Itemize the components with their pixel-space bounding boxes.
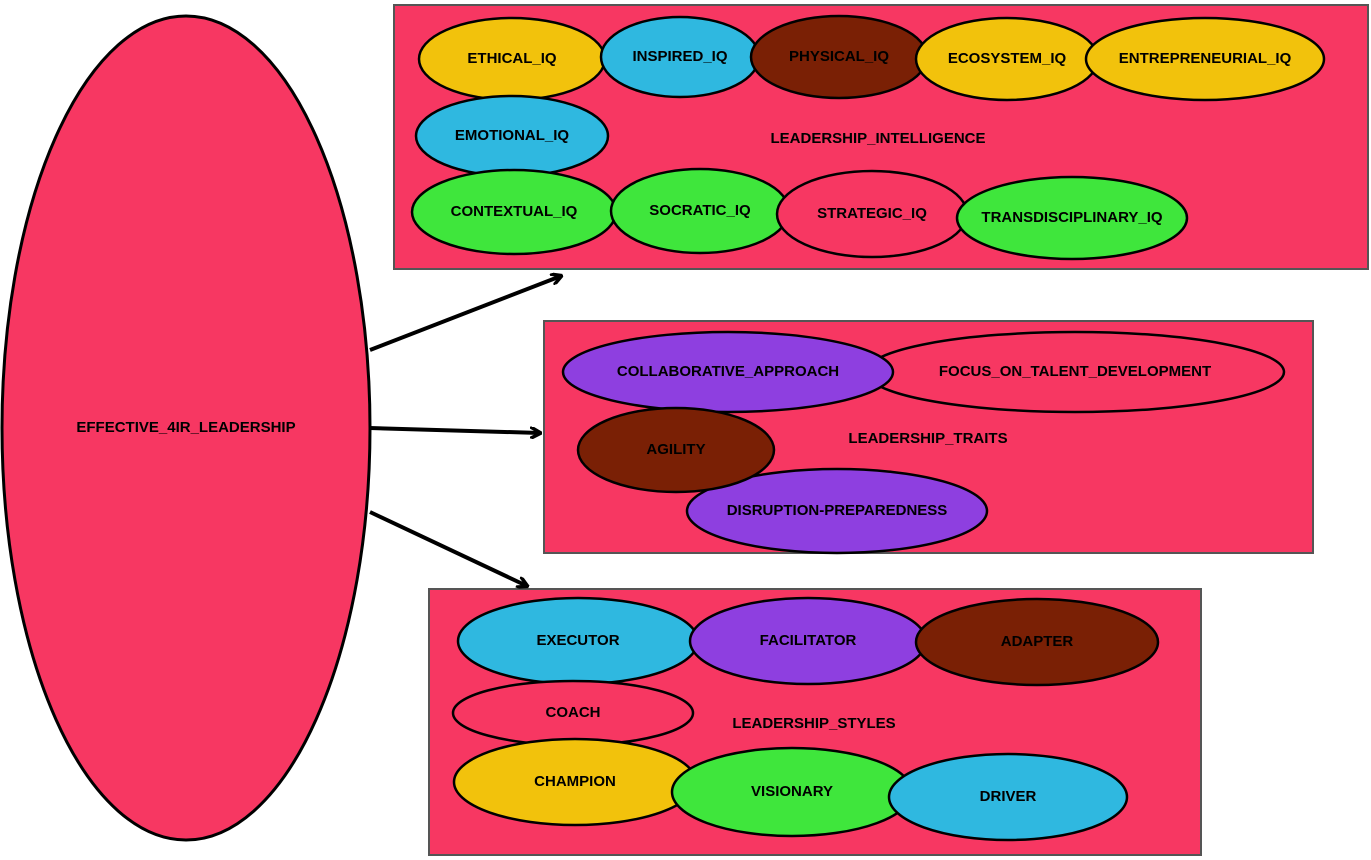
styles-nodes: EXECUTOR FACILITATOR ADAPTER COACH CHAMP… <box>451 596 1160 842</box>
node-ellipse <box>1084 16 1326 102</box>
node-label: AGILITY <box>646 441 705 458</box>
node-label: STRATEGIC_IQ <box>817 205 927 222</box>
node-label: VISIONARY <box>751 783 833 800</box>
node-disruption-preparedness: DISRUPTION-PREPAREDNESS <box>685 467 989 555</box>
node-label: CONTEXTUAL_IQ <box>451 203 578 220</box>
node-ellipse <box>561 330 895 414</box>
node-label: COACH <box>546 704 601 721</box>
node-ethical-iq: ETHICAL_IQ <box>417 16 607 102</box>
node-transdisciplinary-iq: TRANSDISCIPLINARY_IQ <box>955 175 1189 261</box>
node-label: SOCRATIC_IQ <box>649 202 751 219</box>
group-label-styles: LEADERSHIP_STYLES <box>732 715 895 732</box>
node-label: PHYSICAL_IQ <box>789 48 889 65</box>
node-ellipse <box>576 406 776 494</box>
node-label: CHAMPION <box>534 773 616 790</box>
node-strategic-iq: STRATEGIC_IQ <box>775 169 969 259</box>
arrow-to-traits <box>369 426 540 433</box>
node-physical-iq: PHYSICAL_IQ <box>749 14 929 100</box>
node-ecosystem-iq: ECOSYSTEM_IQ <box>914 16 1100 102</box>
node-label: FOCUS_ON_TALENT_DEVELOPMENT <box>939 363 1211 380</box>
arrow-to-intelligence <box>369 276 561 352</box>
node-label: COLLABORATIVE_APPROACH <box>617 363 839 380</box>
node-ellipse <box>914 597 1160 687</box>
node-socratic-iq: SOCRATIC_IQ <box>609 167 791 255</box>
node-focus-on-talent-development: FOCUS_ON_TALENT_DEVELOPMENT <box>864 330 1286 414</box>
node-label: INSPIRED_IQ <box>632 48 727 65</box>
node-emotional-iq: EMOTIONAL_IQ <box>414 94 610 178</box>
node-ellipse <box>685 467 989 555</box>
node-champion: CHAMPION <box>452 737 698 827</box>
node-label: DISRUPTION-PREPAREDNESS <box>727 502 948 519</box>
node-label: ETHICAL_IQ <box>467 50 557 67</box>
node-label: ADAPTER <box>1001 633 1074 650</box>
node-label: ECOSYSTEM_IQ <box>948 50 1067 67</box>
node-collaborative-approach: COLLABORATIVE_APPROACH <box>561 330 895 414</box>
node-label: EXECUTOR <box>536 632 619 649</box>
node-facilitator: FACILITATOR <box>688 596 928 686</box>
node-entrepreneurial-iq: ENTREPRENEURIAL_IQ <box>1084 16 1326 102</box>
node-executor: EXECUTOR <box>456 596 700 686</box>
traits-nodes: FOCUS_ON_TALENT_DEVELOPMENT COLLABORATIV… <box>561 330 1286 555</box>
node-agility: AGILITY <box>576 406 776 494</box>
group-label-traits: LEADERSHIP_TRAITS <box>848 430 1007 447</box>
main-node-label: EFFECTIVE_4IR_LEADERSHIP <box>76 419 295 436</box>
node-adapter: ADAPTER <box>914 597 1160 687</box>
node-label: DRIVER <box>980 788 1037 805</box>
node-ellipse <box>955 175 1189 261</box>
node-driver: DRIVER <box>887 752 1129 842</box>
node-coach: COACH <box>451 679 695 747</box>
node-ellipse <box>887 752 1129 842</box>
node-label: EMOTIONAL_IQ <box>455 127 570 144</box>
node-inspired-iq: INSPIRED_IQ <box>599 15 761 99</box>
node-visionary: VISIONARY <box>670 746 914 838</box>
node-label: TRANSDISCIPLINARY_IQ <box>981 209 1162 226</box>
arrow-to-styles <box>369 510 527 586</box>
intelligence-nodes: ETHICAL_IQ INSPIRED_IQ PHYSICAL_IQ ECOSY… <box>410 14 1326 261</box>
node-label: ENTREPRENEURIAL_IQ <box>1119 50 1292 67</box>
node-contextual-iq: CONTEXTUAL_IQ <box>410 168 618 256</box>
group-label-intelligence: LEADERSHIP_INTELLIGENCE <box>770 130 985 147</box>
node-label: FACILITATOR <box>760 632 857 649</box>
